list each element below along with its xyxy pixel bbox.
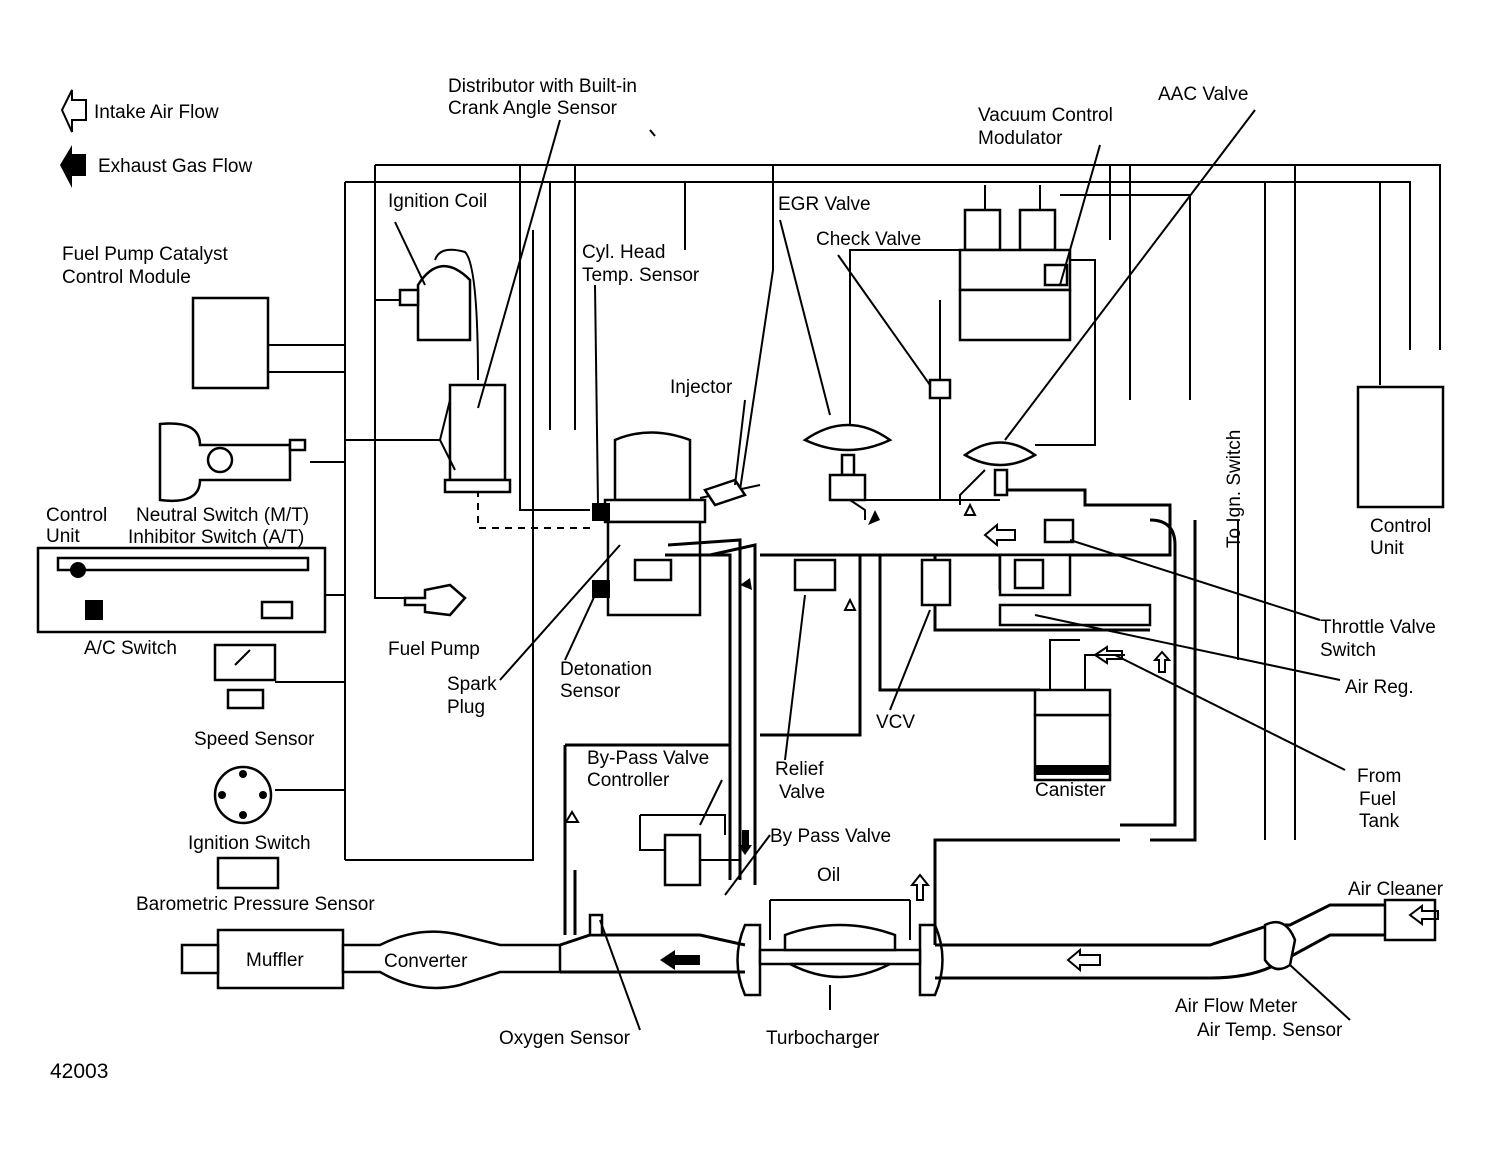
control-unit-right-label: Control xyxy=(1370,516,1431,537)
intake-flow-arrow-icon xyxy=(1066,947,1101,973)
vcv-component xyxy=(920,558,952,607)
throttle-chamber-component xyxy=(998,518,1152,627)
fuel-pump-catalyst-label: Fuel Pump Catalyst xyxy=(62,244,229,265)
ignition-coil-component xyxy=(398,248,479,381)
relief-valve-component xyxy=(793,558,837,592)
ignition-switch-label: Ignition Switch xyxy=(188,833,311,854)
control-unit-left-component xyxy=(36,546,327,634)
throttle-valve-switch-label-line2: Switch xyxy=(1320,640,1376,661)
turbocharger-label: Turbocharger xyxy=(766,1028,880,1049)
injector-label: Injector xyxy=(670,377,733,398)
leader-lines xyxy=(394,109,1351,1031)
exhaust-flow-arrow-icon xyxy=(868,510,880,525)
ignition-switch-component xyxy=(213,765,273,825)
exhaust-system xyxy=(180,743,746,990)
fuel-pump-component xyxy=(403,583,467,617)
wiring-harness xyxy=(268,164,1441,861)
cyl-head-temp-sensor-label-line2: Temp. Sensor xyxy=(582,265,700,286)
detonation-sensor-label-line2: Sensor xyxy=(560,681,621,702)
to-ign-switch-label: To Ign. Switch xyxy=(1224,430,1245,548)
from-fuel-tank-label: From xyxy=(1357,766,1401,787)
control-unit-left-label: Control xyxy=(46,505,107,526)
aac-valve-label: AAC Valve xyxy=(1158,84,1248,105)
neutral-switch-label: Neutral Switch (M/T) xyxy=(136,505,309,526)
spark-plug-label-line2: Plug xyxy=(447,697,485,718)
fuel-pump-label: Fuel Pump xyxy=(388,639,480,660)
fuel-pump-catalyst-control-module xyxy=(191,296,270,390)
oxygen-sensor-label: Oxygen Sensor xyxy=(499,1028,631,1049)
from-fuel-tank-label-line3: Tank xyxy=(1359,811,1400,832)
throttle-valve-switch-label: Throttle Valve xyxy=(1320,617,1436,638)
check-valve-component xyxy=(928,300,1000,501)
legend-intake-label: Intake Air Flow xyxy=(94,102,219,123)
speed-sensor-component xyxy=(213,643,277,710)
check-valve-label: Check Valve xyxy=(816,229,921,250)
detonation-sensor-label: Detonation xyxy=(560,659,652,680)
cyl-head-temp-sensor-label: Cyl. Head xyxy=(582,242,665,263)
canister-component xyxy=(1033,639,1125,782)
vacuum-control-modulator-component xyxy=(958,185,1191,400)
from-fuel-tank-label-line2: Fuel xyxy=(1359,789,1396,810)
oil-label: Oil xyxy=(817,865,840,886)
exhaust-flow-arrow-icon xyxy=(660,950,700,970)
bypass-valve-controller-label-line2: Controller xyxy=(587,770,670,791)
muffler-label: Muffler xyxy=(246,950,304,971)
bypass-valve-label: By Pass Valve xyxy=(770,826,891,847)
vcv-label: VCV xyxy=(876,712,915,733)
control-unit-right-component xyxy=(1356,385,1445,509)
intake-flow-arrow-icon xyxy=(564,810,580,823)
intake-system xyxy=(933,520,1437,980)
exhaust-arrow-icon xyxy=(60,145,86,188)
converter-label: Converter xyxy=(384,951,468,972)
intake-flow-arrow-icon xyxy=(963,502,977,516)
aac-valve-component xyxy=(959,259,1096,505)
barometric-pressure-sensor-label: Barometric Pressure Sensor xyxy=(136,894,375,915)
egr-valve-label: EGR Valve xyxy=(778,194,871,215)
relief-valve-label: Relief xyxy=(775,759,824,780)
exhaust-flow-arrow-icon xyxy=(740,578,752,590)
legend-exhaust-label: Exhaust Gas Flow xyxy=(98,156,252,177)
barometric-pressure-sensor-component xyxy=(216,856,280,890)
inhibitor-switch-label: Inhibitor Switch (A/T) xyxy=(128,527,304,548)
neutral-switch-component xyxy=(158,422,307,503)
flow-arrows xyxy=(564,502,1439,973)
relief-valve-label-line2: Valve xyxy=(779,782,825,803)
fuel-pump-catalyst-label-line2: Control Module xyxy=(62,267,191,288)
engine-block xyxy=(592,431,761,617)
vacuum-control-modulator-label-line2: Modulator xyxy=(978,128,1063,149)
intake-flow-arrow-icon xyxy=(1408,904,1439,926)
air-temp-sensor-label: Air Temp. Sensor xyxy=(1197,1020,1343,1041)
intake-flow-arrow-icon xyxy=(1152,650,1172,673)
ac-switch-label: A/C Switch xyxy=(84,638,177,659)
distributor-component xyxy=(438,383,512,494)
speed-sensor-label: Speed Sensor xyxy=(194,729,315,750)
canister-label: Canister xyxy=(1035,780,1106,801)
air-reg-label: Air Reg. xyxy=(1345,677,1414,698)
bypass-valve-controller-component xyxy=(639,814,740,887)
figure-number: 42003 xyxy=(50,1060,108,1083)
intake-flow-arrow-icon xyxy=(1093,645,1123,665)
distributor-label-line2: Crank Angle Sensor xyxy=(448,98,618,119)
control-unit-right-label-line2: Unit xyxy=(1370,538,1405,559)
bypass-valve-controller-label: By-Pass Valve xyxy=(587,748,709,769)
legend xyxy=(60,89,87,188)
egr-valve-component xyxy=(802,249,975,520)
air-cleaner-label: Air Cleaner xyxy=(1348,879,1444,900)
distributor-label: Distributor with Built-in xyxy=(448,76,637,97)
exhaust-routing xyxy=(665,538,757,885)
intake-flow-arrow-icon xyxy=(909,873,931,901)
intake-flow-arrow-icon xyxy=(843,597,857,611)
text-labels: Intake Air Flow Exhaust Gas Flow Distrib… xyxy=(46,76,1444,1083)
exhaust-flow-arrow-icon xyxy=(738,830,752,855)
control-unit-left-label-line2: Unit xyxy=(46,526,81,547)
spark-plug-label: Spark xyxy=(447,674,497,695)
intake-flow-arrow-icon xyxy=(983,522,1016,548)
turbocharger-component xyxy=(736,899,944,1010)
intake-arrow-icon xyxy=(60,89,87,133)
air-flow-meter-label: Air Flow Meter xyxy=(1175,996,1298,1017)
ignition-coil-label: Ignition Coil xyxy=(388,191,487,212)
vacuum-control-modulator-label: Vacuum Control xyxy=(978,105,1113,126)
